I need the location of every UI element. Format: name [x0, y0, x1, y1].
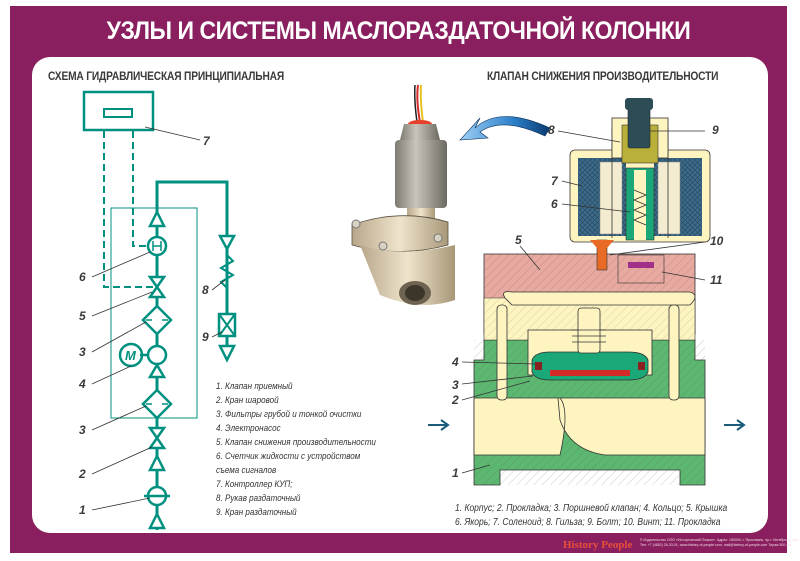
legend-item: 1. Клапан приемный — [216, 381, 293, 392]
callout-9-bolt: 9 — [712, 123, 719, 137]
controller-box — [82, 90, 155, 132]
symbol-arrow — [147, 362, 167, 379]
right-section-title: КЛАПАН СНИЖЕНИЯ ПРОИЗВОДИТЕЛЬНОСТИ — [487, 69, 719, 83]
pointer-arrow — [459, 116, 551, 141]
callout-1-body: 1 — [452, 466, 459, 480]
gasket — [550, 370, 630, 376]
legend-item: 4. Электронасос — [216, 423, 281, 434]
legend-item: съема сигналов — [216, 465, 277, 476]
legend-item: 9. Кран раздаточный — [216, 507, 297, 518]
callout-3-lower: 3 — [79, 423, 86, 437]
unit-enclosure — [110, 207, 198, 419]
hose-symbol — [219, 254, 235, 289]
callout-3-upper: 3 — [79, 345, 86, 359]
callout-11-gasket: 11 — [710, 273, 723, 287]
fine-print-line: © Издательство ООО «Исторический Плакат»… — [640, 538, 799, 542]
controller-display — [103, 108, 133, 118]
callout-8: 8 — [202, 283, 209, 297]
fine-print-line: Тел. +7 (4852) 26-33-01, www.history-of-… — [640, 543, 793, 547]
valve-legend: 1. Корпус; 2. Прокладка; 3. Поршневой кл… — [455, 502, 727, 530]
valve-body — [360, 245, 455, 305]
callout-9: 9 — [202, 330, 209, 344]
wire-red — [416, 84, 421, 123]
callout-10-screw: 10 — [710, 234, 724, 248]
callout-2: 2 — [79, 467, 86, 481]
callout-7-solenoid: 7 — [551, 174, 558, 188]
callout-8-sleeve: 8 — [548, 123, 555, 137]
bypass-channel — [503, 291, 696, 306]
legend-item: 8. Рукав раздаточный — [216, 493, 301, 504]
callout-6: 6 — [79, 270, 86, 284]
brand-people: People — [601, 539, 633, 551]
signal-line-meter — [132, 131, 148, 247]
legend-item: 5. Клапан снижения производительности — [216, 437, 376, 448]
flow-passage — [473, 397, 706, 456]
callout-7: 7 — [203, 134, 210, 148]
callout-6-anchor: 6 — [551, 197, 558, 211]
filter-symbol — [141, 304, 173, 336]
callout-5-cover: 5 — [515, 233, 522, 247]
scheme-legend: 1. Клапан приемный 2. Кран шаровой 3. Фи… — [216, 380, 376, 520]
brand-history: History — [563, 539, 599, 551]
callout-2-gasket: 2 — [452, 393, 459, 407]
symbol-arrow — [147, 209, 167, 228]
solenoid-cylinder — [395, 140, 447, 208]
poster-title: УЗЛЫ И СИСТЕМЫ МАСЛОРАЗДАТОЧНОЙ КОЛОНКИ — [106, 17, 691, 45]
solenoid-cap — [400, 124, 440, 140]
reduction-valve-symbol — [147, 275, 167, 299]
legend-item: 6. Счетчик жидкости с устройством — [216, 451, 361, 462]
legend-item: 3. Фильтры грубой и тонкой очистки — [216, 409, 362, 420]
callout-3-piston: 3 — [452, 378, 459, 392]
legend-item: 7. Контроллер КУП; — [216, 479, 293, 490]
callout-5: 5 — [79, 309, 86, 323]
symbol-arrow — [147, 511, 167, 530]
publisher-logo: History People — [563, 539, 632, 551]
publisher-fine-print: © Издательство ООО «Исторический Плакат»… — [640, 538, 798, 548]
callout-4-ring: 4 — [452, 355, 459, 369]
signal-line-pump — [103, 131, 158, 288]
motor-label: M — [125, 348, 137, 363]
legend-line: 6. Якорь; 7. Соленоид; 8. Гильза; 9. Бол… — [455, 517, 721, 528]
callout-4: 4 — [79, 377, 86, 391]
filter-symbol — [141, 388, 173, 420]
symbol-arrow — [147, 453, 167, 472]
callout-1: 1 — [79, 503, 86, 517]
legend-item: 2. Кран шаровой — [216, 395, 279, 406]
symbol-arrow — [217, 234, 237, 252]
legend-line: 1. Корпус; 2. Прокладка; 3. Поршневой кл… — [455, 503, 728, 514]
flow-out-arrow — [724, 419, 746, 431]
flow-in-arrow — [428, 419, 450, 431]
ring — [535, 362, 542, 370]
wire-yellow — [419, 84, 424, 123]
symbol-arrow — [217, 344, 237, 363]
wire-black — [414, 84, 418, 123]
spring — [632, 189, 648, 226]
left-section-title: СХЕМА ГИДРАВЛИЧЕСКАЯ ПРИНЦИПИАЛЬНАЯ — [48, 69, 285, 83]
